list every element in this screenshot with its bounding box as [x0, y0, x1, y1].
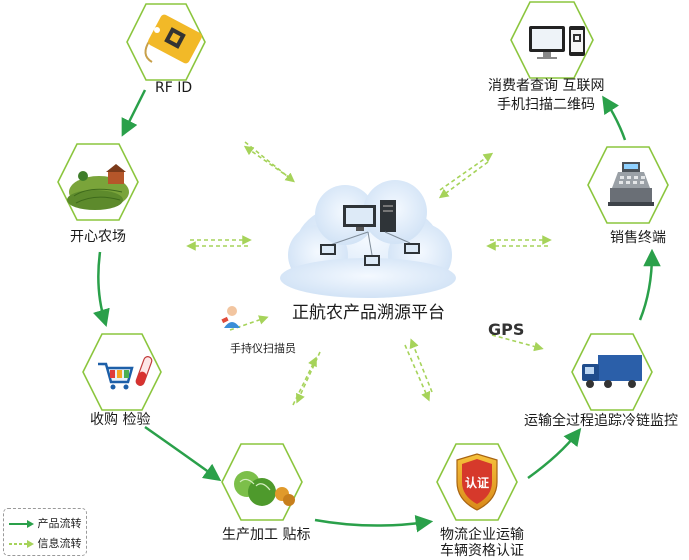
- cert-badge-text: 认证: [465, 476, 490, 490]
- legend: 产品流转 信息流转: [3, 508, 87, 556]
- label-gps: GPS: [488, 320, 525, 339]
- label-consumer-line2: 手机扫描二维码: [497, 97, 595, 113]
- desktop-monitor-icon: [343, 205, 376, 231]
- legend-product-flow: 产品流转: [8, 515, 82, 531]
- server-icon: [380, 200, 396, 232]
- dashed-arrow-icon: [9, 540, 34, 548]
- label-processing: 生产加工 贴标: [222, 527, 311, 543]
- info-flow-arrows: [186, 141, 552, 406]
- arrow-processing-to-logistics: [314, 515, 434, 533]
- computer-monitor-icon: [529, 26, 565, 59]
- label-farm: 开心农场: [70, 229, 126, 245]
- arrow-rfid-to-farm: [121, 89, 147, 137]
- label-rfid: RF ID: [155, 80, 193, 96]
- label-logistics-line2: 车辆资格认证: [440, 543, 524, 559]
- arrow-logistics-to-transport: [527, 427, 582, 480]
- client-monitor-icons: [320, 243, 420, 266]
- test-tube-icon: [135, 356, 153, 386]
- label-logistics-line1: 物流企业运输: [440, 527, 524, 543]
- product-flow-arrows: [92, 89, 661, 533]
- mobile-phone-icon: [569, 26, 585, 56]
- arrow-purchase-to-processing: [144, 425, 222, 482]
- cloud-platform: [280, 180, 456, 298]
- label-purchase: 收购 检验: [90, 412, 151, 428]
- arrow-sales-to-consumer: [602, 95, 627, 141]
- farm-icon: [67, 164, 129, 210]
- shopping-cart-icon: [98, 362, 134, 390]
- certification-shield-icon: [456, 453, 498, 511]
- label-scanner: 手持仪扫描员: [230, 342, 296, 355]
- rfid-tag-icon: [144, 14, 202, 64]
- platform-title: 正航农产品溯源平台: [292, 303, 445, 323]
- cash-register-icon: [608, 162, 654, 206]
- legend-product-flow-label: 产品流转: [37, 517, 82, 530]
- label-sales: 销售终端: [610, 230, 666, 246]
- truck-icon: [582, 355, 642, 388]
- scanner-person-icon: [221, 306, 240, 328]
- label-transport: 运输全过程追踪冷链监控: [524, 413, 678, 429]
- legend-info-flow-label: 信息流转: [37, 537, 82, 550]
- network-lines: [329, 231, 411, 256]
- cabbage-icon: [234, 471, 295, 506]
- legend-info-flow: 信息流转: [8, 535, 82, 551]
- arrow-farm-to-purchase: [92, 251, 110, 328]
- arrow-transport-to-sales: [638, 248, 661, 321]
- solid-arrow-icon: [9, 520, 34, 528]
- label-consumer-line1: 消费者查询 互联网: [488, 78, 605, 94]
